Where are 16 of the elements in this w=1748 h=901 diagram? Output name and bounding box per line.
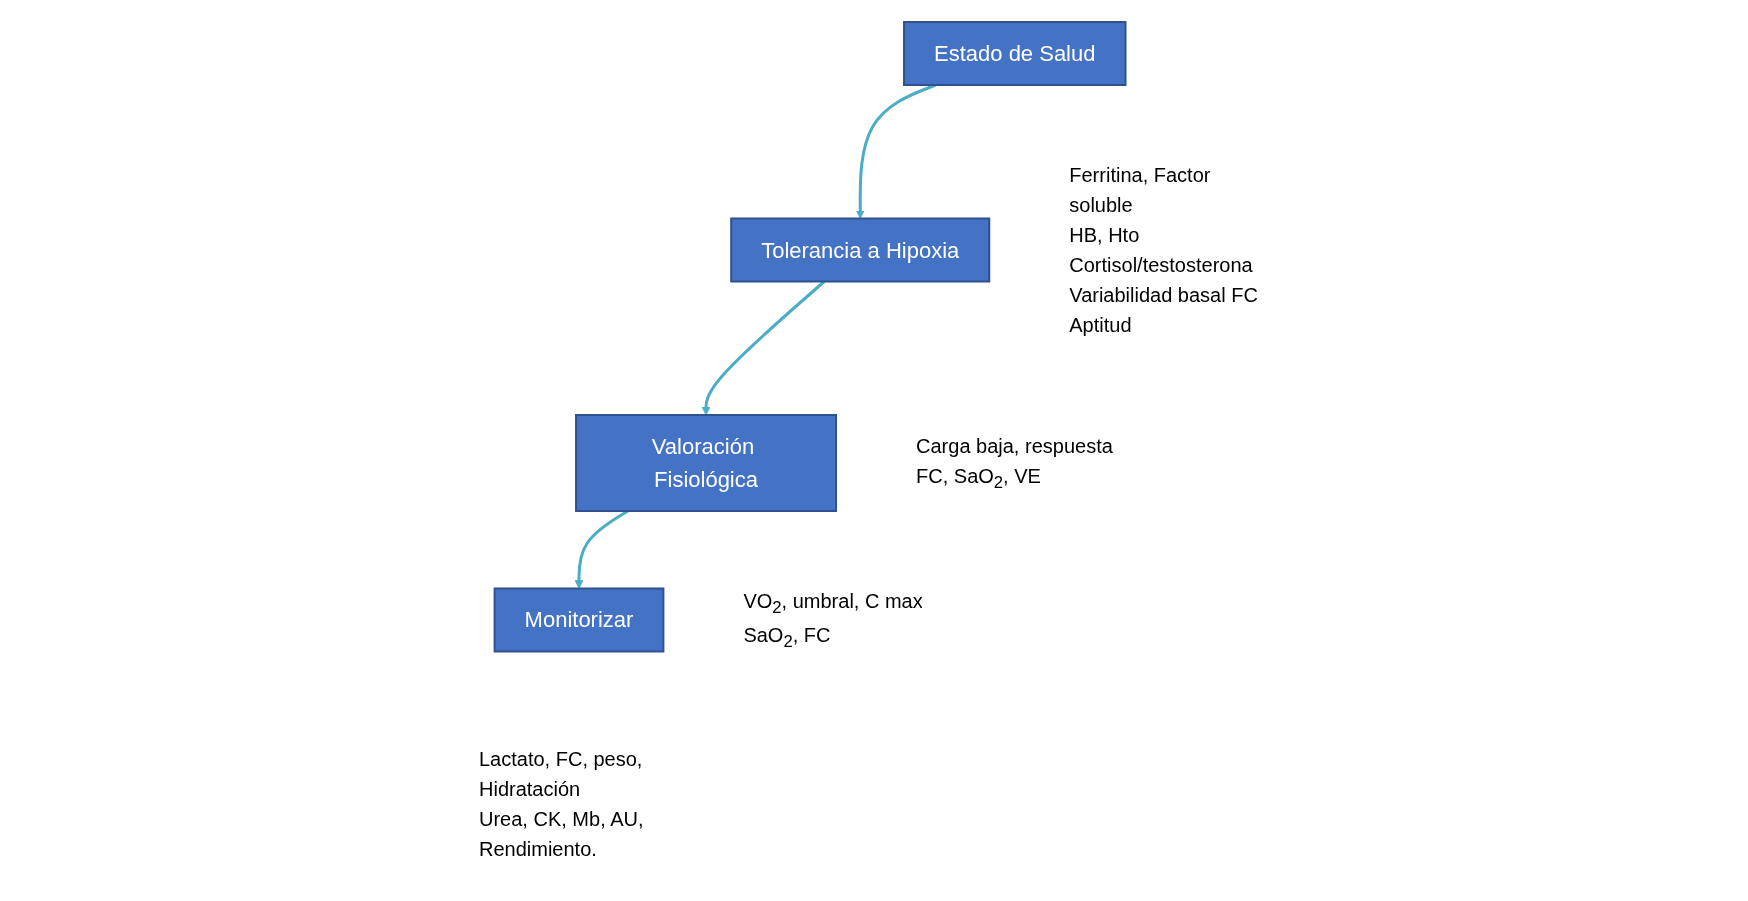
node-box: Monitorizar [493, 587, 665, 653]
arrow [701, 280, 826, 416]
node-label: Aptitud [1069, 314, 1132, 336]
node-label: Cortisol/testosterona [1069, 254, 1253, 276]
node-label: Variabilidad basal FC [1069, 284, 1258, 306]
node-box: Tolerancia a Hipoxia [730, 217, 991, 283]
node-label: SaO$_{2}$, FC [743, 624, 831, 651]
node-label: VO$_{2}$, umbral, C max [743, 590, 923, 617]
node-label: Lactato, FC, peso, Hidratación [478, 748, 643, 800]
node-label: Ferritina, Factor soluble [1069, 164, 1211, 216]
node-label: Urea, CK, Mb, AU, Rendimiento. [478, 808, 644, 860]
node-label: Carga baja, respuesta [915, 435, 1113, 457]
node-box: Valoración Fisiológica [574, 414, 837, 512]
node-label: HB, Hto [1069, 224, 1140, 246]
node-label: FC, SaO$_{2}$, VE [915, 465, 1041, 492]
node-box: Estado de Salud [902, 21, 1127, 86]
